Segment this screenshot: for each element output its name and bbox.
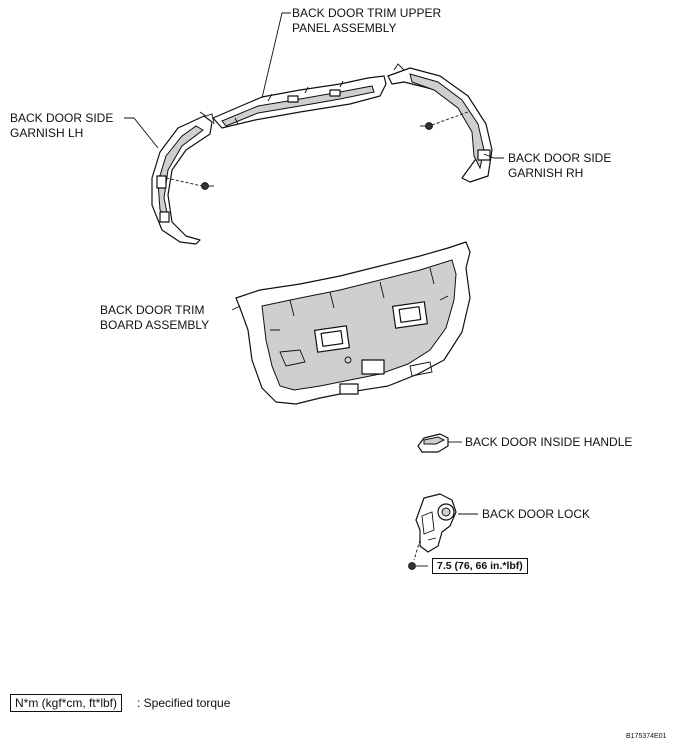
door-lock-part	[415, 493, 457, 553]
side-garnish-lh-leader	[124, 117, 159, 149]
torque-spec-box: 7.5 (76, 66 in.*lbf)	[432, 558, 528, 574]
trim-board-label-line1: BACK DOOR TRIM	[100, 303, 205, 317]
upper-panel-leader	[261, 12, 291, 99]
side-garnish-rh-part	[387, 63, 493, 183]
trim-board-leader	[231, 305, 241, 311]
torque-legend-description: : Specified torque	[137, 696, 231, 710]
door-lock-label: BACK DOOR LOCK	[482, 507, 591, 521]
side-garnish-rh-label: BACK DOOR SIDE GARNISH RH	[508, 151, 611, 181]
screw-rh	[420, 122, 433, 130]
side-garnish-lh-label: BACK DOOR SIDE GARNISH LH	[10, 111, 113, 141]
trim-board-label: BACK DOOR TRIM BOARD ASSEMBLY	[100, 303, 209, 333]
side-garnish-rh-label-line1: BACK DOOR SIDE	[508, 151, 612, 165]
upper-panel-label: BACK DOOR TRIM UPPER PANEL ASSEMBLY	[292, 6, 441, 36]
upper-panel-part	[212, 75, 387, 129]
screw-lh	[201, 182, 214, 190]
trim-board-part	[235, 241, 471, 405]
side-garnish-rh-label-line2: GARNISH RH	[508, 166, 584, 180]
inside-handle-part	[417, 433, 449, 453]
trim-board-label-line2: BOARD ASSEMBLY	[100, 318, 210, 332]
side-garnish-lh-part	[151, 111, 215, 245]
side-garnish-rh-leader	[483, 153, 504, 159]
side-garnish-lh-label-line1: BACK DOOR SIDE	[10, 111, 114, 125]
upper-panel-label-line2: PANEL ASSEMBLY	[292, 21, 397, 35]
lock-bolt	[408, 562, 428, 570]
side-garnish-lh-label-line2: GARNISH LH	[10, 126, 84, 140]
inside-handle-label: BACK DOOR INSIDE HANDLE	[465, 435, 633, 449]
upper-panel-label-line1: BACK DOOR TRIM UPPER	[292, 6, 442, 20]
figure-code: B175374E01	[626, 733, 667, 740]
torque-unit-legend-box: N*m (kgf*cm, ft*lbf)	[10, 694, 123, 712]
